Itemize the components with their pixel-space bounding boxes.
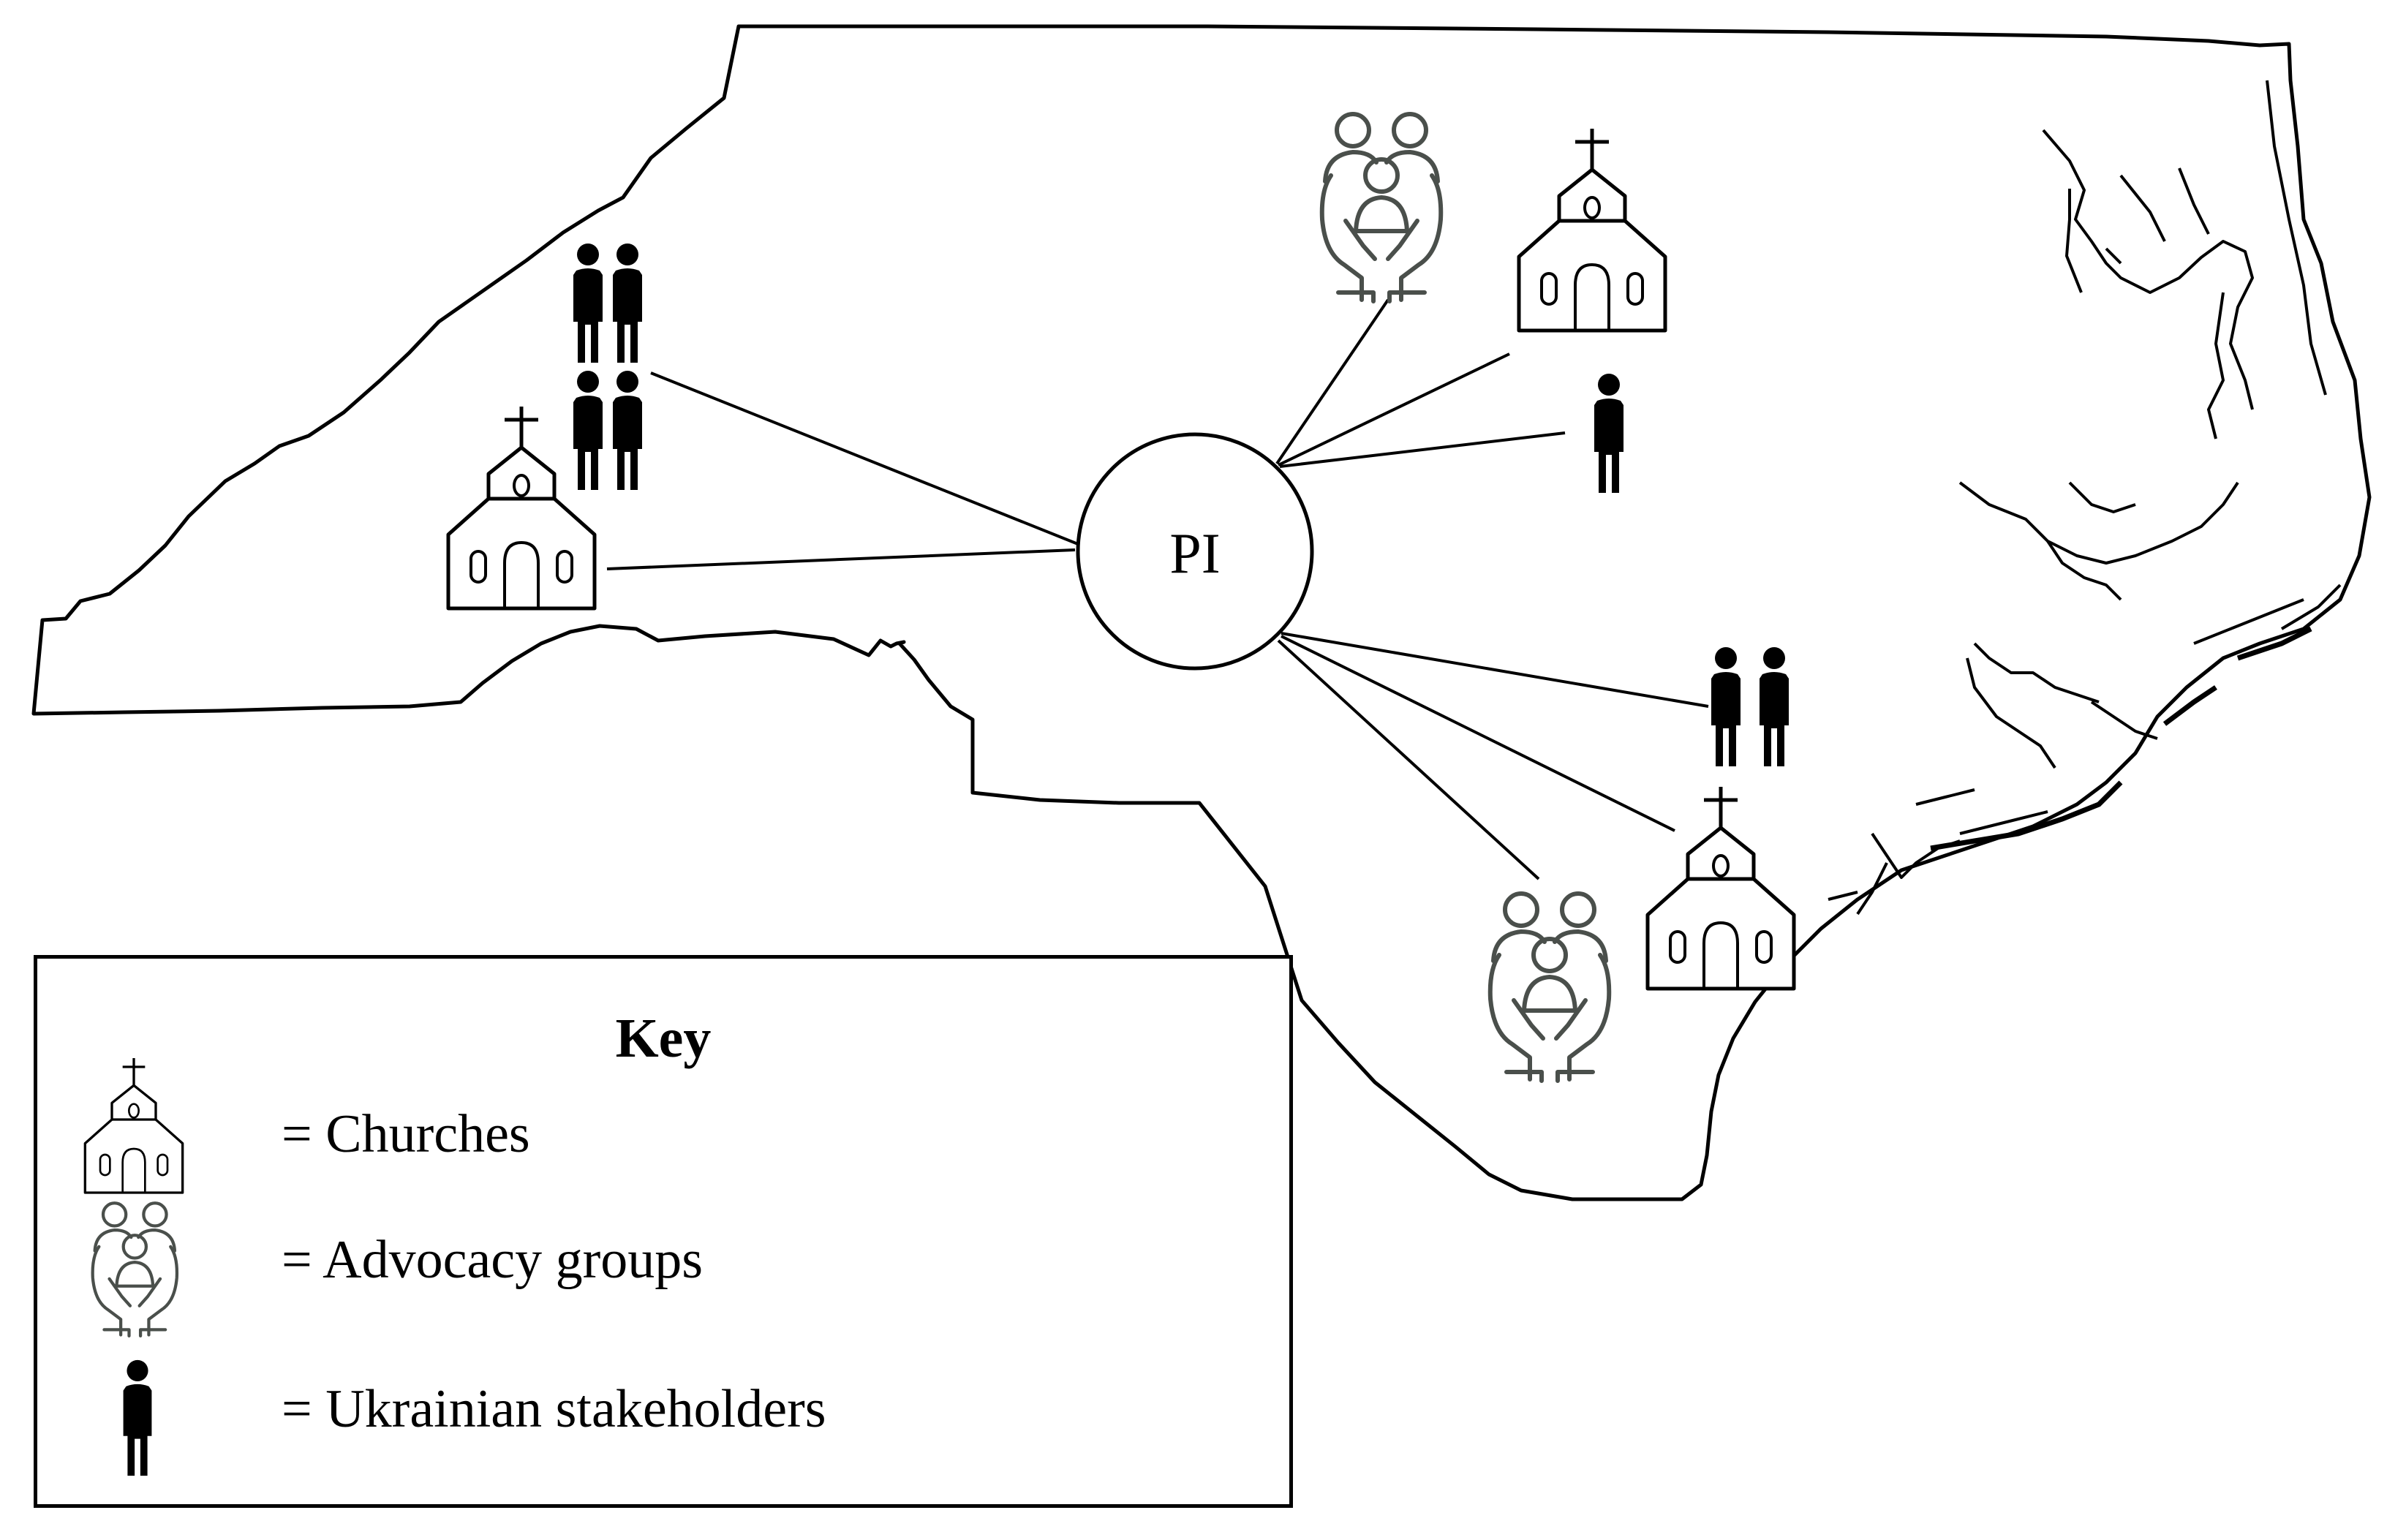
person-icon [573, 244, 603, 363]
barrier-islands [1930, 626, 2312, 851]
pi-label: PI [1169, 521, 1221, 585]
line-to-west-stakeholders [650, 371, 1079, 546]
legend-label-churches: = Churches [282, 1104, 530, 1164]
legend-item-stakeholders: = Ukrainian stakeholders [37, 1354, 1289, 1478]
line-to-west-church [606, 548, 1076, 570]
southeast-stakeholders-group [1711, 647, 1789, 766]
church-icon [448, 407, 595, 608]
person-icon [1760, 647, 1789, 766]
advocacy-group-icon [1322, 114, 1441, 301]
person-icon [1594, 374, 1624, 493]
advocacy-group-icon [1490, 894, 1610, 1081]
legend-label-stakeholders: = Ukrainian stakeholders [282, 1379, 826, 1439]
person-icon [613, 371, 642, 490]
church-icon [83, 1058, 184, 1194]
line-to-north-church [1278, 352, 1510, 467]
line-to-southeast-stakeholders [1281, 632, 1709, 708]
line-to-southeast-church [1281, 635, 1675, 832]
legend-item-advocacy: = Advocacy groups [37, 1207, 1289, 1332]
line-to-north-stakeholder [1279, 431, 1566, 468]
legend: Key = Churches = Advocacy groups = Ukrai… [34, 955, 1293, 1508]
person-icon [613, 244, 642, 363]
legend-title: Key [615, 1008, 712, 1069]
advocacy-group-icon [88, 1200, 182, 1337]
west-stakeholders-group [573, 244, 642, 490]
person-icon [123, 1359, 152, 1476]
person-icon [1711, 647, 1741, 766]
legend-label-advocacy: = Advocacy groups [282, 1230, 704, 1290]
person-icon [573, 371, 603, 490]
coastal-detail [1828, 80, 2342, 916]
line-to-southeast-advocacy [1277, 639, 1540, 880]
connection-lines [606, 298, 1709, 880]
line-to-north-advocacy [1275, 298, 1389, 465]
legend-item-churches: = Churches [37, 1052, 1289, 1194]
pi-node [1076, 432, 1314, 671]
church-icon [1648, 787, 1794, 989]
church-icon [1519, 129, 1665, 331]
